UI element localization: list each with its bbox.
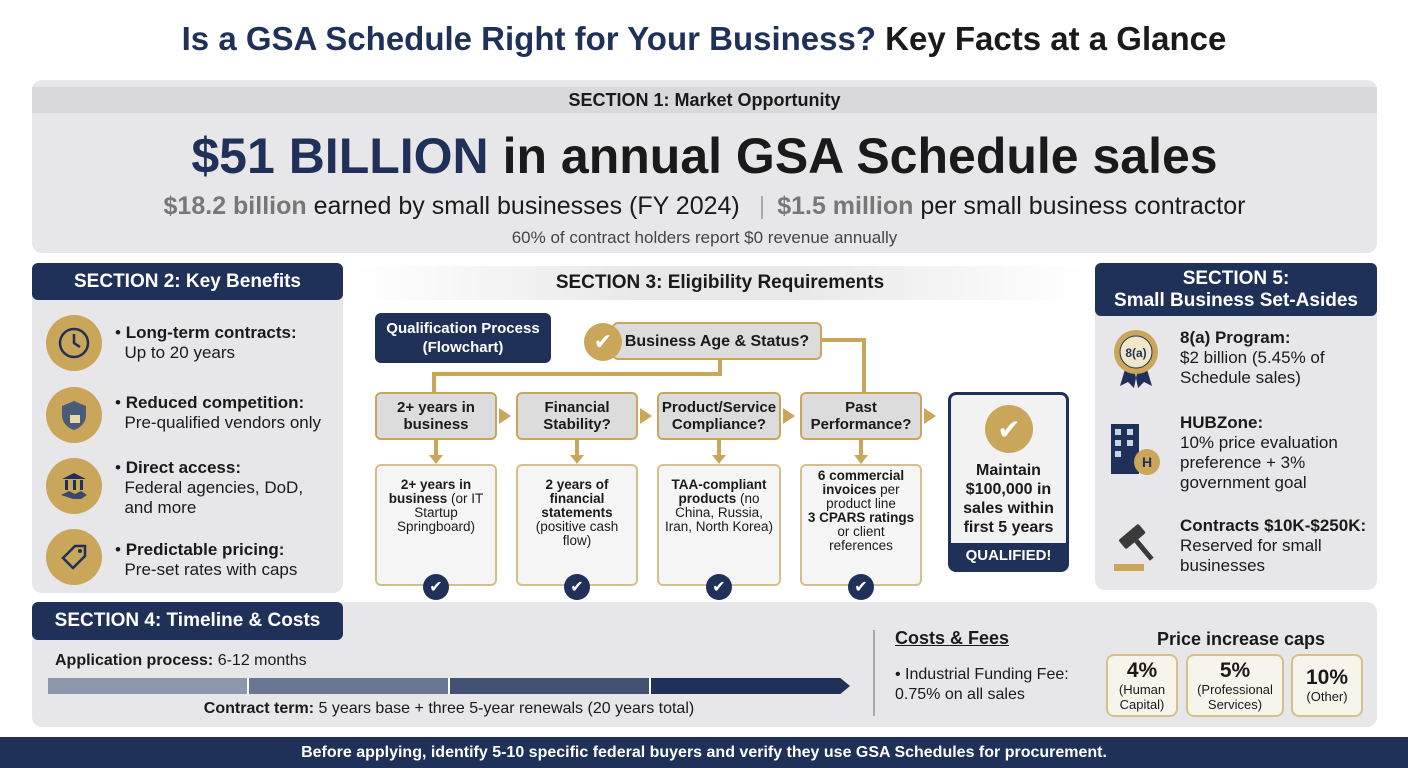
section-1-header: SECTION 1: Market Opportunity	[32, 87, 1377, 113]
footer-tip: Before applying, identify 5-10 specific …	[0, 737, 1408, 768]
step-question: 2+ years in business	[375, 392, 497, 440]
check-icon: ✔	[706, 574, 732, 600]
start-node: Business Age & Status?	[612, 322, 822, 360]
headline: $51 BILLION in annual GSA Schedule sales	[191, 128, 1218, 184]
section-2-header: SECTION 2: Key Benefits	[32, 263, 343, 300]
svg-text:H: H	[1142, 454, 1152, 470]
stats-line: $18.2 billion earned by small businesses…	[163, 192, 1246, 220]
qualified-box: ✔ Maintain $100,000 in sales within firs…	[948, 392, 1069, 572]
shield-lock-icon	[46, 387, 102, 443]
8a-ribbon-icon: 8(a)	[1112, 328, 1160, 388]
page-title: Is a GSA Schedule Right for Your Busines…	[181, 20, 1227, 57]
building-gear-icon: H	[1107, 420, 1167, 476]
step-detail: TAA-compliant products (no China, Russia…	[657, 464, 781, 586]
step-detail: 2+ years in business (or IT Startup Spri…	[375, 464, 497, 586]
section-4-header: SECTION 4: Timeline & Costs	[32, 602, 343, 640]
revenue-note: 60% of contract holders report $0 revenu…	[511, 228, 898, 247]
price-cap-other: 10%(Other)	[1291, 654, 1363, 717]
step-detail: 2 years of financial statements (positiv…	[516, 464, 638, 586]
check-icon: ✔	[848, 574, 874, 600]
benefit-item: • Predictable pricing: Pre-set rates wit…	[115, 540, 298, 579]
price-cap-human-capital: 4%(Human Capital)	[1106, 654, 1178, 717]
step-question: Past Performance?	[800, 392, 922, 440]
step-question: Product/Service Compliance?	[657, 392, 781, 440]
check-icon: ✔	[584, 323, 622, 361]
check-icon: ✔	[423, 574, 449, 600]
set-aside-item: 8(a) Program:$2 billion (5.45% of Schedu…	[1180, 328, 1325, 387]
benefit-item: • Direct access: Federal agencies, DoD, …	[115, 458, 304, 517]
government-handshake-icon	[46, 458, 102, 514]
costs-header: Costs & Fees	[895, 628, 1010, 648]
svg-text:8(a): 8(a)	[1125, 346, 1146, 360]
arrow-icon	[924, 408, 944, 424]
clock-icon	[46, 315, 102, 371]
caps-header: Price increase caps	[1156, 629, 1326, 649]
set-aside-item: Contracts $10K-$250K:Reserved for small …	[1180, 516, 1367, 575]
funding-fee: • Industrial Funding Fee: 0.75% on all s…	[895, 666, 1069, 703]
benefit-item: • Long-term contracts: Up to 20 years	[115, 323, 297, 362]
section-3-header: SECTION 3: Eligibility Requirements	[355, 266, 1085, 300]
arrow-icon	[640, 408, 660, 424]
check-icon: ✔	[985, 405, 1033, 453]
application-process: Application process: 6-12 months	[55, 652, 307, 669]
check-icon: ✔	[564, 574, 590, 600]
qualified-badge: QUALIFIED!	[951, 543, 1066, 569]
timeline-bar	[48, 678, 850, 694]
divider	[873, 630, 875, 716]
benefit-item: • Reduced competition: Pre-qualified ven…	[115, 393, 322, 432]
contract-term: Contract term: 5 years base + three 5-ye…	[203, 700, 695, 717]
arrow-icon	[499, 408, 519, 424]
gavel-icon	[1108, 518, 1168, 574]
section-1-panel: SECTION 1: Market Opportunity $51 BILLIO…	[32, 80, 1377, 253]
set-aside-item: HUBZone:10% price evaluation preference …	[1180, 413, 1338, 492]
section-5-header: SECTION 5:Small Business Set-Asides	[1095, 263, 1377, 316]
price-tag-icon	[46, 529, 102, 585]
step-question: Financial Stability?	[516, 392, 638, 440]
arrow-icon	[783, 408, 803, 424]
price-cap-professional-services: 5%(Professional Services)	[1186, 654, 1284, 717]
flowchart-label: Qualification Process (Flowchart)	[375, 313, 551, 363]
